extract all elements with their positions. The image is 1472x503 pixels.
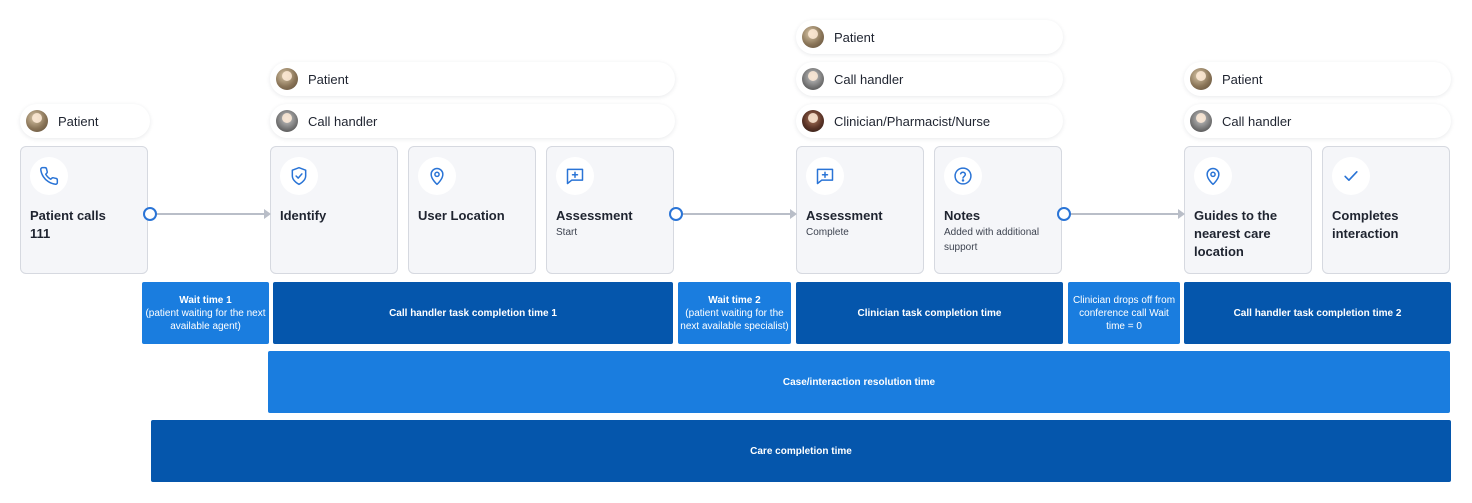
participant-label: Patient <box>58 113 99 129</box>
wait-time-1-detail: (patient waiting for the next available … <box>145 307 266 332</box>
wait-time-1-title: Wait time 1 <box>179 294 232 306</box>
connector-dot <box>143 207 157 221</box>
participant-patient-3: Patient <box>796 20 1063 54</box>
step-subtitle: Added with additional support <box>944 227 1040 253</box>
call-handler-task-1-bar: Call handler task completion time 1 <box>273 282 673 344</box>
case-resolution-bar: Case/interaction resolution time <box>268 351 1450 413</box>
participant-label: Call handler <box>308 113 378 129</box>
step-card-completes-interaction: Completes interaction <box>1322 146 1450 274</box>
step-subtitle: Start <box>556 227 578 238</box>
bar-label: Clinician drops off from conference call… <box>1072 294 1176 332</box>
location-pin-icon <box>418 157 456 195</box>
step-title: Identify <box>280 208 327 223</box>
step-title: Guides to the nearest care location <box>1194 208 1278 259</box>
step-card-patient-calls: Patient calls 111 <box>20 146 148 274</box>
step-title: Patient calls 111 <box>30 208 106 241</box>
participant-label: Call handler <box>834 71 904 87</box>
step-subtitle: Complete <box>806 227 849 238</box>
wait-time-1-bar: Wait time 1 (patient waiting for the nex… <box>142 282 269 344</box>
patient-avatar <box>802 26 824 48</box>
message-plus-icon <box>806 157 844 195</box>
wait-time-2-bar: Wait time 2 (patient waiting for the nex… <box>678 282 791 344</box>
connector-arrow <box>143 207 271 221</box>
connector-dot <box>669 207 683 221</box>
call-handler-avatar <box>802 68 824 90</box>
participant-call-handler-2: Call handler <box>796 62 1063 96</box>
location-pin-icon <box>1194 157 1232 195</box>
participant-patient-2: Patient <box>270 62 675 96</box>
participant-label: Clinician/Pharmacist/Nurse <box>834 113 991 129</box>
bar-label: Clinician task completion time <box>857 307 1002 319</box>
clinician-avatar <box>802 110 824 132</box>
step-card-identify: Identify <box>270 146 398 274</box>
bar-label: Care completion time <box>750 445 852 457</box>
check-icon <box>1332 157 1370 195</box>
participant-label: Call handler <box>1222 113 1292 129</box>
wait-time-2-title: Wait time 2 <box>708 294 761 306</box>
bar-label: Call handler task completion time 1 <box>389 307 557 319</box>
clinician-dropoff-bar: Clinician drops off from conference call… <box>1068 282 1180 344</box>
shield-check-icon <box>280 157 318 195</box>
patient-avatar <box>276 68 298 90</box>
clinician-task-bar: Clinician task completion time <box>796 282 1063 344</box>
step-card-user-location: User Location <box>408 146 536 274</box>
participant-patient-1: Patient <box>20 104 150 138</box>
patient-avatar <box>26 110 48 132</box>
arrow-right-icon <box>1178 209 1185 219</box>
call-handler-avatar <box>276 110 298 132</box>
arrow-right-icon <box>264 209 271 219</box>
bar-label: Case/interaction resolution time <box>782 376 936 388</box>
participant-label: Patient <box>834 29 875 45</box>
call-handler-avatar <box>1190 110 1212 132</box>
connector-dot <box>1057 207 1071 221</box>
phone-icon <box>30 157 68 195</box>
connector-arrow <box>1057 207 1185 221</box>
bar-label: Call handler task completion time 2 <box>1233 307 1402 319</box>
step-title: Assessment <box>556 208 633 223</box>
participant-call-handler-1: Call handler <box>270 104 675 138</box>
connector-arrow <box>669 207 797 221</box>
participant-label: Patient <box>1222 71 1263 87</box>
wait-time-2-detail: (patient waiting for the next available … <box>680 307 789 332</box>
arrow-right-icon <box>790 209 797 219</box>
participant-patient-4: Patient <box>1184 62 1451 96</box>
message-plus-icon <box>556 157 594 195</box>
patient-avatar <box>1190 68 1212 90</box>
step-card-assessment-start: Assessment Start <box>546 146 674 274</box>
participant-clinician: Clinician/Pharmacist/Nurse <box>796 104 1063 138</box>
step-title: Assessment <box>806 208 883 223</box>
step-card-notes: Notes Added with additional support <box>934 146 1062 274</box>
call-handler-task-2-bar: Call handler task completion time 2 <box>1184 282 1451 344</box>
step-card-assessment-complete: Assessment Complete <box>796 146 924 274</box>
step-title: User Location <box>418 208 505 223</box>
step-card-guides-to-care: Guides to the nearest care location <box>1184 146 1312 274</box>
care-completion-bar: Care completion time <box>151 420 1451 482</box>
step-title: Notes <box>944 208 981 223</box>
participant-label: Patient <box>308 71 349 87</box>
step-title: Completes interaction <box>1332 208 1399 241</box>
participant-call-handler-3: Call handler <box>1184 104 1451 138</box>
question-circle-icon <box>944 157 982 195</box>
